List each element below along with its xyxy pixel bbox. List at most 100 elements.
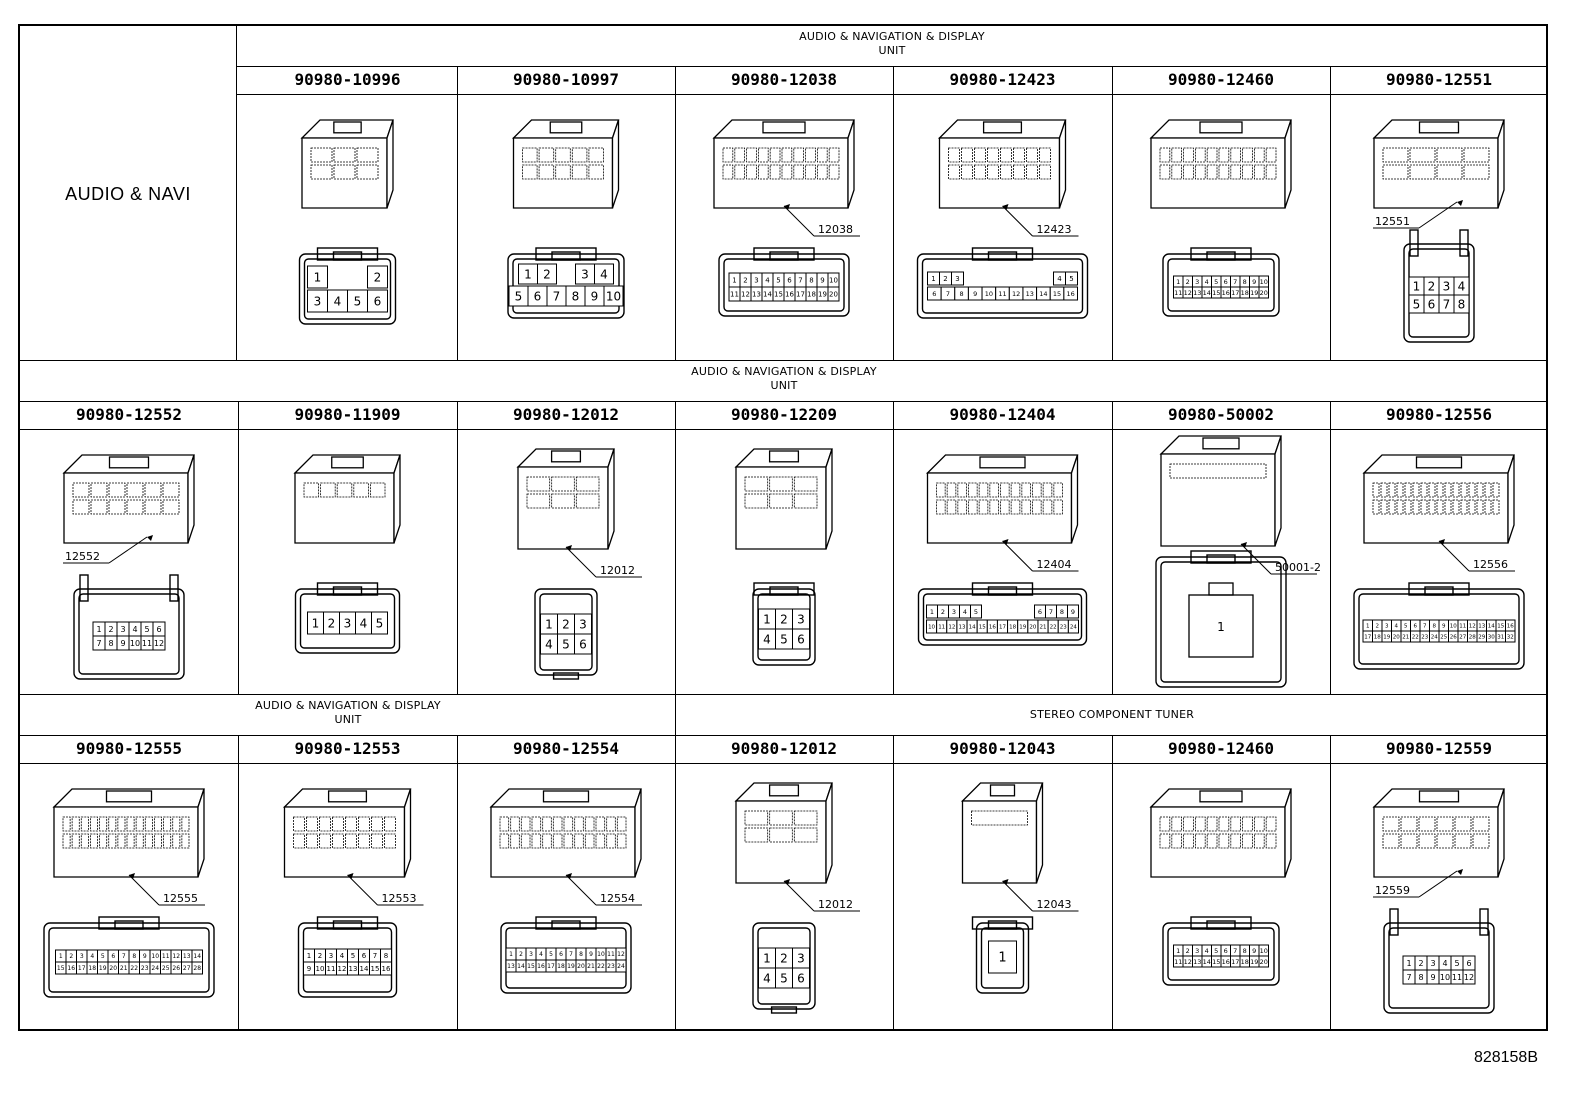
pin-number: 20 <box>1029 624 1036 630</box>
pin-number: 2 <box>780 612 788 626</box>
pin-number: 10 <box>1260 278 1268 286</box>
pin-number: 20 <box>829 291 838 299</box>
callout-label: 12559 <box>1375 884 1410 897</box>
pin-number: 7 <box>1423 623 1427 629</box>
pin-number: 4 <box>763 632 771 646</box>
part-number: 90980-12551 <box>1386 70 1492 89</box>
pin-number: 22 <box>130 965 138 972</box>
pin-number: 18 <box>1241 289 1249 297</box>
pin-number: 10 <box>928 624 935 630</box>
pin-cavity <box>594 263 614 285</box>
pin-number: 9 <box>591 289 599 303</box>
pin-number: 20 <box>1260 958 1268 966</box>
pin-number: 12 <box>1184 289 1192 297</box>
pin-number: 6 <box>579 637 587 651</box>
pin-number: 2 <box>543 267 551 281</box>
pin-number: 7 <box>122 953 126 960</box>
pin-number: 2 <box>69 953 73 960</box>
group-header-4: STEREO COMPONENT TUNER <box>676 708 1548 722</box>
pin-number: 12 <box>1469 623 1476 629</box>
pin-number: 2 <box>780 951 788 965</box>
connector-body-sketch <box>1372 119 1505 209</box>
pin-number: 21 <box>587 963 595 970</box>
pin-number: 9 <box>1071 608 1075 616</box>
pin-number: 20 <box>109 965 117 972</box>
pin-number: 4 <box>360 616 368 630</box>
pin-number: 10 <box>1450 623 1457 629</box>
pin-number: 13 <box>183 953 191 960</box>
pin-number: 6 <box>111 953 115 960</box>
pin-number: 10 <box>597 951 605 958</box>
pin-number: 9 <box>1430 973 1435 982</box>
pin-number: 19 <box>1019 624 1026 630</box>
pin-number: 9 <box>307 965 311 973</box>
pin-number: 16 <box>382 965 391 973</box>
pin-number: 1 <box>1217 620 1225 634</box>
pin-cavity <box>970 604 982 619</box>
pin-number: 3 <box>1195 278 1199 286</box>
connector-face-outline <box>294 582 401 654</box>
connector-face-outline <box>43 916 215 998</box>
pin-number: 3 <box>120 625 125 634</box>
pin-number: 9 <box>120 639 125 648</box>
pin-number: 11 <box>1452 973 1462 982</box>
connector-body-sketch <box>300 119 394 209</box>
callout-label: 12551 <box>1375 215 1410 228</box>
pin-number: 11 <box>998 290 1006 298</box>
connector-body-sketch <box>960 782 1044 884</box>
pin-number: 6 <box>1038 608 1042 616</box>
group-header-1: AUDIO & NAVIGATION & DISPLAY UNIT <box>236 30 1548 58</box>
pin-number: 14 <box>517 963 525 970</box>
pin-number: 5 <box>515 289 523 303</box>
pin-number: 3 <box>797 951 805 965</box>
pin-number: 28 <box>1469 634 1476 640</box>
pin-number: 23 <box>607 963 615 970</box>
pin-number: 16 <box>67 965 75 972</box>
part-number: 90980-12423 <box>949 70 1056 89</box>
pin-number: 8 <box>108 639 113 648</box>
pin-number: 15 <box>979 624 986 630</box>
pin-number: 10 <box>316 965 325 973</box>
pin-number: 3 <box>1430 959 1435 968</box>
connector-body-sketch <box>52 788 205 878</box>
pin-number: 24 <box>151 965 159 972</box>
pin-cavity <box>1067 604 1079 619</box>
pin-number: 1 <box>509 951 513 958</box>
pin-cavity <box>367 289 388 313</box>
pin-number: 4 <box>132 625 137 634</box>
callout-label: 12038 <box>818 223 853 236</box>
pin-number: 10 <box>130 639 140 648</box>
pin-number: 1 <box>59 953 63 960</box>
pin-number: 3 <box>1443 279 1451 293</box>
pin-number: 2 <box>1186 278 1190 286</box>
pin-number: 19 <box>1250 289 1258 297</box>
pin-number: 24 <box>1070 624 1077 630</box>
connector-face-outline <box>916 247 1089 319</box>
pin-number: 17 <box>1231 958 1239 966</box>
pin-number: 7 <box>569 951 573 958</box>
callout-label: 12554 <box>600 892 635 905</box>
pin-number: 13 <box>1026 290 1034 298</box>
pin-number: 7 <box>1049 608 1053 616</box>
pin-number: 14 <box>1203 958 1211 966</box>
pin-number: 4 <box>765 277 770 285</box>
pin-cavity <box>1462 969 1476 985</box>
pin-number: 1 <box>96 625 101 634</box>
connector-face-outline <box>1155 550 1287 688</box>
pin-number: 17 <box>78 965 86 972</box>
pin-number: 5 <box>351 952 355 960</box>
pin-number: 19 <box>1250 958 1258 966</box>
pin-number: 22 <box>597 963 605 970</box>
pin-number: 14 <box>1039 290 1047 298</box>
connector-body-sketch <box>1362 454 1515 544</box>
pin-number: 8 <box>579 951 583 958</box>
pin-number: 2 <box>1428 279 1436 293</box>
